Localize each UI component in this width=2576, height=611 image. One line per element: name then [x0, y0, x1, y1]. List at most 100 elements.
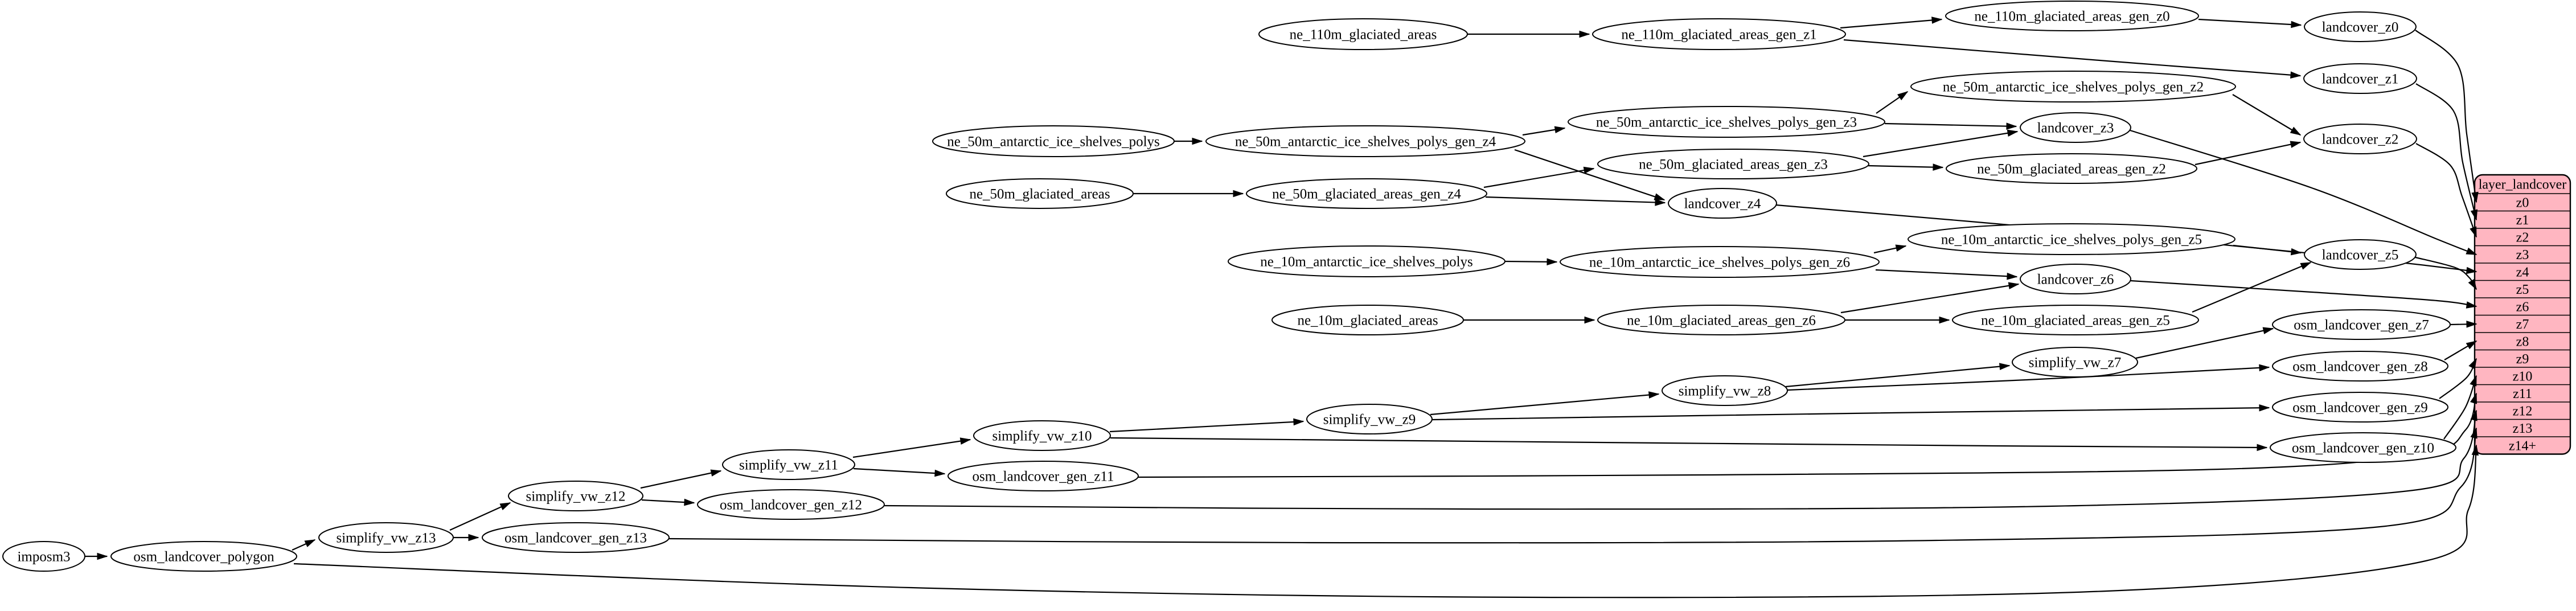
edge-line: [293, 445, 2477, 598]
node-shape: [1597, 149, 1869, 179]
edge-ne_110m_glaciated_areas--to--ne_110m_glaciated_areas_gen_z1: [1467, 30, 1590, 38]
node-shape: [973, 420, 1111, 451]
arrowhead-icon: [2008, 282, 2020, 289]
edge-line: [2192, 261, 2311, 313]
node-label: landcover_z6: [2037, 272, 2114, 288]
arrowhead-icon: [2470, 375, 2477, 387]
node-osm_landcover_polygon: osm_landcover_polygon: [110, 541, 297, 572]
node-shape: [2303, 124, 2417, 154]
edge-ne_110m_glaciated_areas_gen_z1--to--landcover_z1: [1843, 39, 2302, 79]
edge-simplify_vw_z10--to--simplify_vw_z9: [1109, 418, 1305, 433]
node-landcover_z2: landcover_z2: [2303, 124, 2417, 154]
node-shape: [1908, 223, 2235, 255]
table-row-z13: z13: [2513, 421, 2533, 436]
arrowhead-icon: [1999, 363, 2011, 370]
node-label: osm_landcover_gen_z8: [2292, 359, 2427, 375]
edge-ne_50m_glaciated_areas_gen_z3--to--ne_50m_glaciated_areas_gen_z2: [1868, 163, 1944, 171]
node-shape: [946, 178, 1134, 209]
node-shape: [2270, 432, 2456, 463]
arrowhead-icon: [1293, 418, 1305, 426]
edge-ne_50m_antarctic_ice_shelves_polys--to--ne_50m_antarctic_ice_shelves_polys_gen_z4: [1174, 137, 1203, 145]
node-label: ne_110m_glaciated_areas: [1290, 27, 1437, 43]
edge-line: [2415, 83, 2477, 220]
node-shape: [1945, 1, 2199, 31]
arrowhead-icon: [2007, 272, 2018, 280]
node-ne_10m_antarctic_ice_shelves_polys_gen_z6: ne_10m_antarctic_ice_shelves_polys_gen_z…: [1560, 246, 1880, 278]
edge-ne_110m_glaciated_areas_gen_z0--to--landcover_z0: [2198, 18, 2302, 28]
edge-simplify_vw_z13--to--simplify_vw_z12: [449, 502, 511, 531]
arrowhead-icon: [1654, 193, 1666, 200]
edge-landcover_z6--to--layer_landcover.z6: [2130, 280, 2477, 309]
node-shape: [2, 541, 85, 572]
node-shape: [1668, 188, 1777, 219]
arrowhead-icon: [2470, 392, 2477, 404]
edge-line: [2233, 244, 2302, 254]
node-ne_50m_glaciated_areas_gen_z2: ne_50m_glaciated_areas_gen_z2: [1946, 153, 2197, 184]
node-shape: [1952, 305, 2199, 335]
edge-line: [852, 438, 971, 458]
edge-simplify_vw_z12--to--simplify_vw_z11: [640, 469, 722, 489]
node-shape: [2272, 392, 2448, 423]
edge-line: [1109, 420, 1304, 433]
edge-landcover_z5--to--layer_landcover.z5: [2415, 256, 2477, 290]
node-ne_110m_glaciated_areas: ne_110m_glaciated_areas: [1258, 18, 1468, 50]
edge-line: [1884, 122, 2017, 128]
node-shape: [1568, 106, 1885, 138]
edge-line: [2415, 143, 2477, 237]
node-label: ne_50m_glaciated_areas_gen_z4: [1272, 187, 1461, 202]
edge-ne_110m_glaciated_areas_gen_z1--to--ne_110m_glaciated_areas_gen_z0: [1840, 17, 1943, 29]
table-row-z6: z6: [2516, 300, 2529, 314]
node-shape: [697, 489, 885, 520]
node-shape: [947, 461, 1139, 491]
arrowhead-icon: [2259, 364, 2270, 372]
edge-line: [2130, 280, 2477, 307]
arrowhead-icon: [2466, 247, 2477, 255]
node-landcover_z3: landcover_z3: [2020, 112, 2131, 143]
node-osm_landcover_gen_z8: osm_landcover_gen_z8: [2272, 351, 2448, 382]
arrowhead-icon: [304, 539, 316, 547]
arrowhead-icon: [1192, 137, 1203, 145]
arrowhead-icon: [2006, 122, 2017, 130]
node-label: ne_110m_glaciated_areas_gen_z1: [1621, 27, 1816, 43]
table-row-z8: z8: [2516, 334, 2529, 349]
node-label: landcover_z5: [2322, 248, 2399, 263]
node-shape: [482, 522, 670, 553]
node-label: imposm3: [17, 550, 70, 565]
edge-line: [449, 502, 511, 531]
edge-simplify_vw_z13--to--osm_landcover_gen_z13: [453, 534, 479, 542]
node-osm_landcover_gen_z13: osm_landcover_gen_z13: [482, 522, 670, 553]
node-label: ne_10m_antarctic_ice_shelves_polys_gen_z…: [1941, 232, 2202, 248]
table-row-z2: z2: [2516, 230, 2529, 245]
edge-ne_50m_antarctic_ice_shelves_polys_gen_z3--to--landcover_z3: [1884, 122, 2017, 130]
arrowhead-icon: [2466, 321, 2477, 328]
edge-simplify_vw_z8--to--osm_landcover_gen_z8: [1787, 364, 2270, 391]
edge-line: [1840, 18, 1942, 29]
node-shape: [2012, 347, 2138, 378]
edge-simplify_vw_z9--to--simplify_vw_z8: [1430, 391, 1660, 416]
edge-ne_50m_antarctic_ice_shelves_polys_gen_z4--to--ne_50m_antarctic_ice_shelves_polys_gen_z3: [1522, 126, 1566, 136]
edge-ne_50m_glaciated_areas_gen_z3--to--landcover_z3: [1863, 129, 2019, 158]
node-imposm3: imposm3: [2, 541, 85, 572]
arrowhead-icon: [1233, 190, 1244, 198]
arrowhead-icon: [1554, 126, 1566, 134]
edge-ne_50m_antarctic_ice_shelves_polys_gen_z4--to--landcover_z4: [1514, 149, 1666, 201]
arrowhead-icon: [2468, 278, 2477, 290]
node-landcover_z6: landcover_z6: [2020, 264, 2131, 294]
edge-ne_50m_glaciated_areas_gen_z2--to--landcover_z2: [2194, 141, 2302, 166]
table-header: layer_landcover: [2479, 178, 2567, 192]
node-shape: [2303, 63, 2417, 94]
node-simplify_vw_z10: simplify_vw_z10: [973, 420, 1111, 451]
node-shape: [1258, 18, 1468, 50]
node-ne_10m_glaciated_areas_gen_z5: ne_10m_glaciated_areas_gen_z5: [1952, 305, 2199, 335]
edge-imposm3--to--osm_landcover_polygon: [85, 552, 108, 560]
arrowhead-icon: [2290, 248, 2302, 256]
arrowhead-icon: [2466, 301, 2477, 309]
node-shape: [1910, 71, 2236, 102]
arrowhead-icon: [1897, 91, 1909, 101]
edge-osm_landcover_gen_z9--to--layer_landcover.z9: [2439, 358, 2477, 399]
edge-line: [1840, 283, 2019, 314]
edge-line: [2198, 18, 2302, 26]
edge-simplify_vw_z8--to--simplify_vw_z7: [1785, 363, 2011, 388]
node-label: landcover_z2: [2322, 132, 2399, 147]
arrowhead-icon: [1584, 316, 1595, 324]
